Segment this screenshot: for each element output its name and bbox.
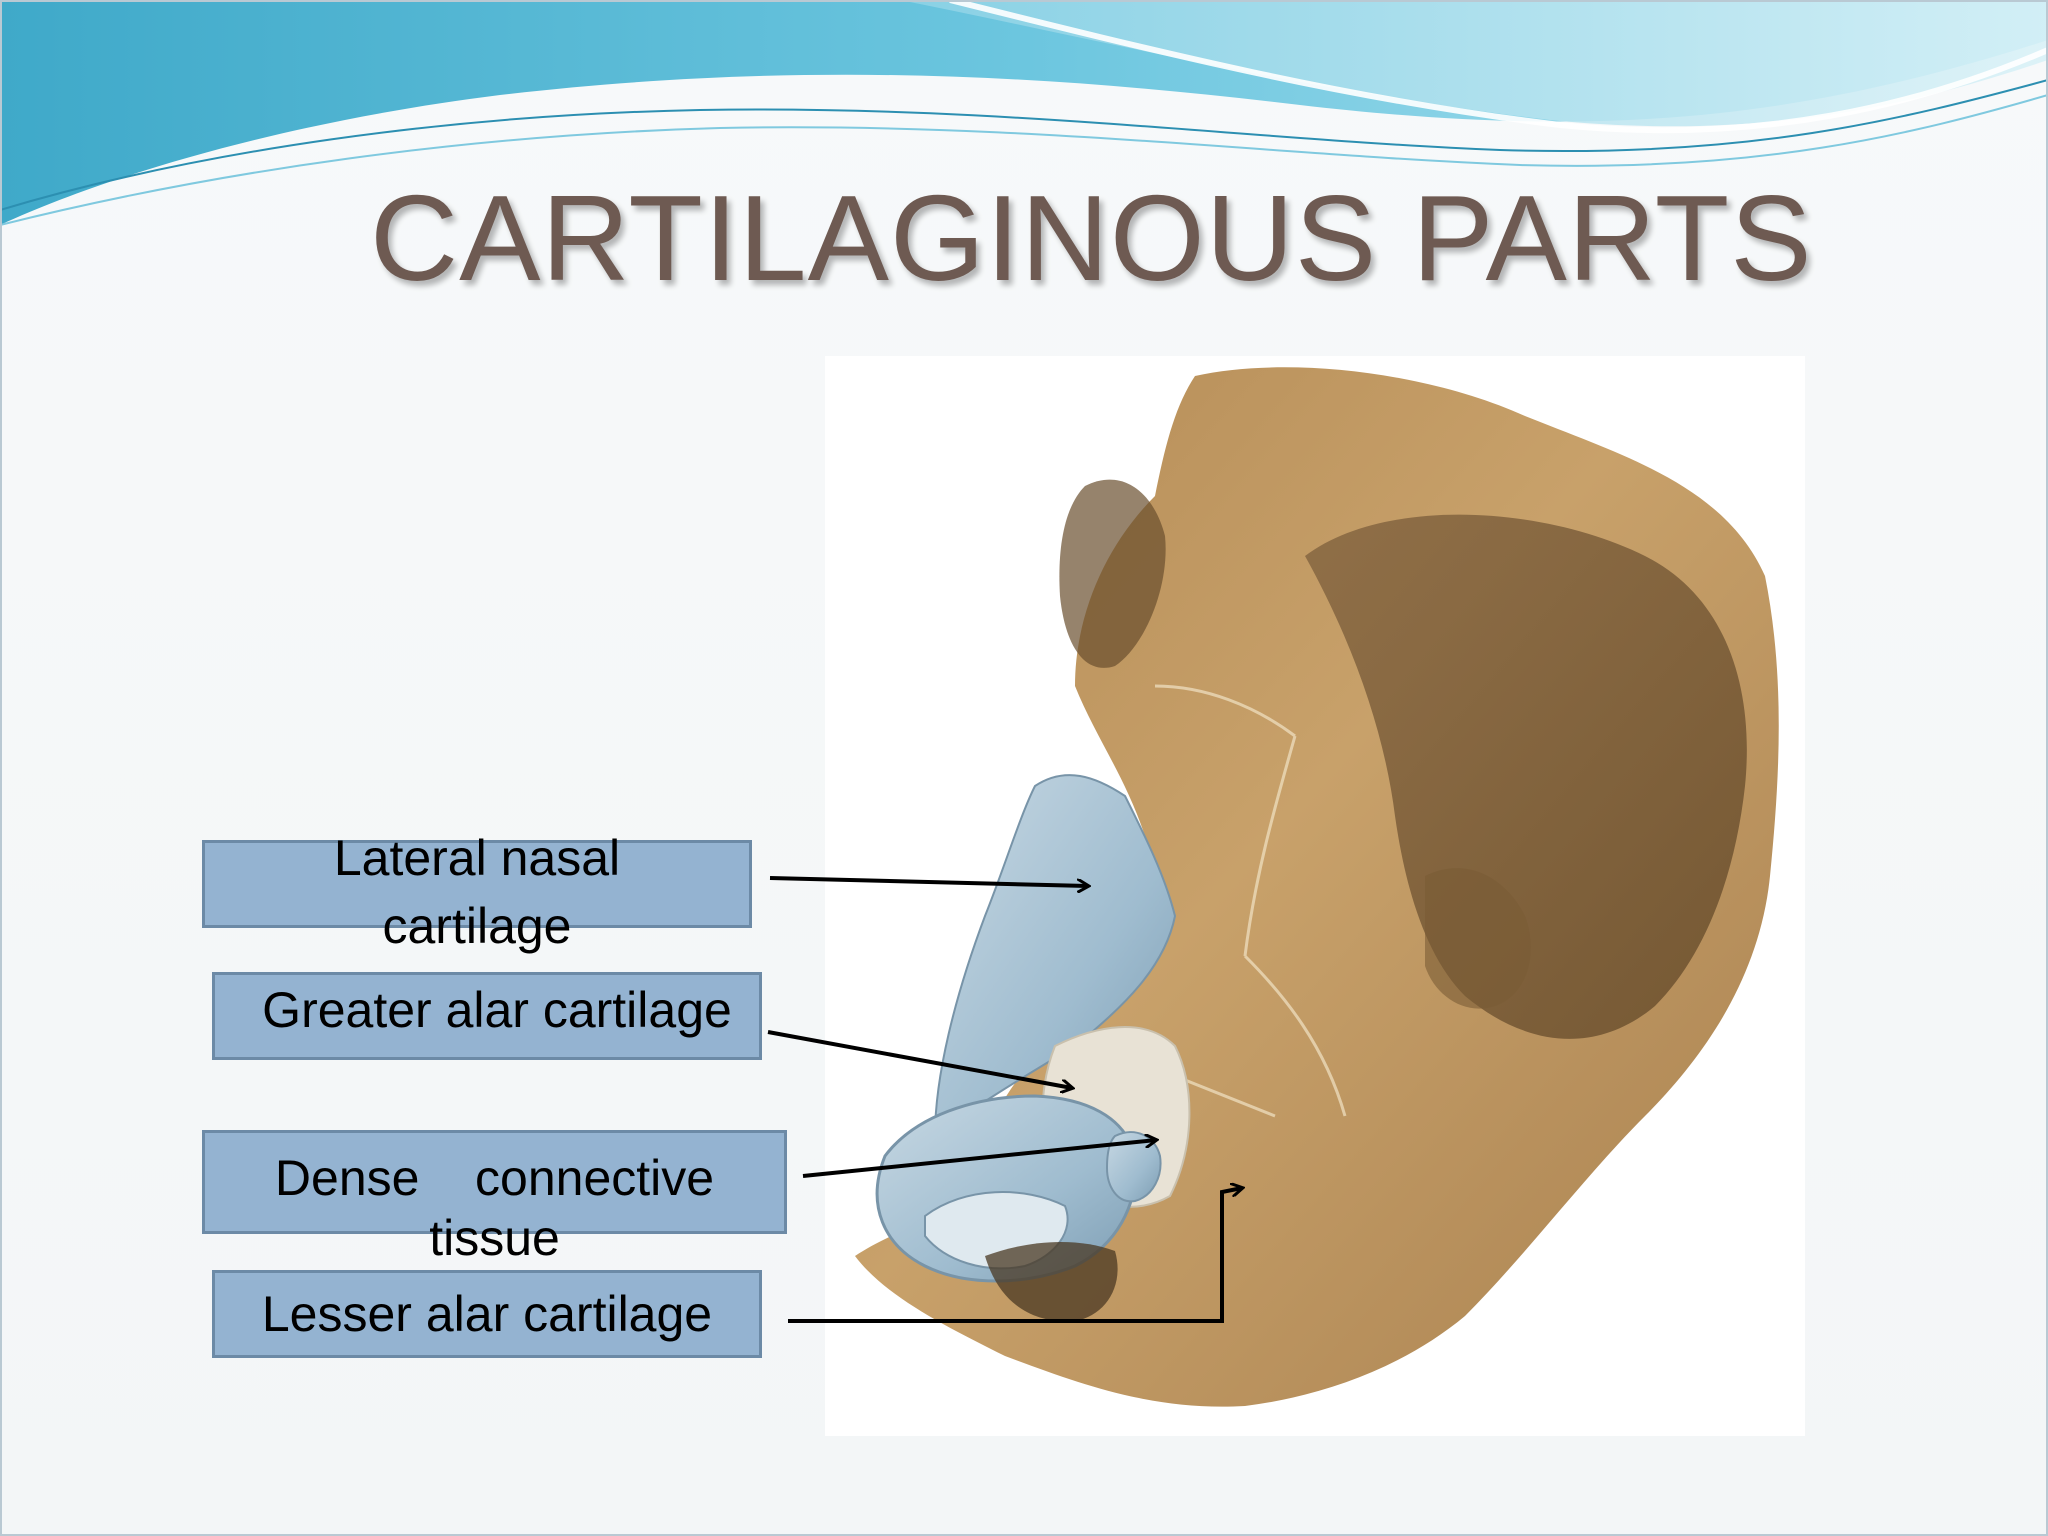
label-lateral-nasal-line2: cartilage: [382, 898, 572, 954]
label-box-dense-connective-tissue: [202, 1130, 787, 1234]
label-box-lateral-nasal-cartilage: [202, 840, 752, 928]
label-greater-alar: Greater alar cartilage: [262, 982, 732, 1038]
nasal-anatomy-illustration: [825, 356, 1805, 1436]
label-dense-connective-line2: tissue: [429, 1210, 560, 1266]
label-lateral-nasal-line1: Lateral nasal: [333, 830, 621, 886]
slide-title: CARTILAGINOUS PARTS: [370, 170, 1813, 306]
header-wave-decoration: [0, 0, 2048, 226]
label-dense-connective-line1: Dense connective: [274, 1150, 715, 1206]
label-box-greater-alar-cartilage: [212, 972, 762, 1060]
label-box-lesser-alar-cartilage: [212, 1270, 762, 1358]
label-lesser-alar: Lesser alar cartilage: [261, 1286, 713, 1342]
